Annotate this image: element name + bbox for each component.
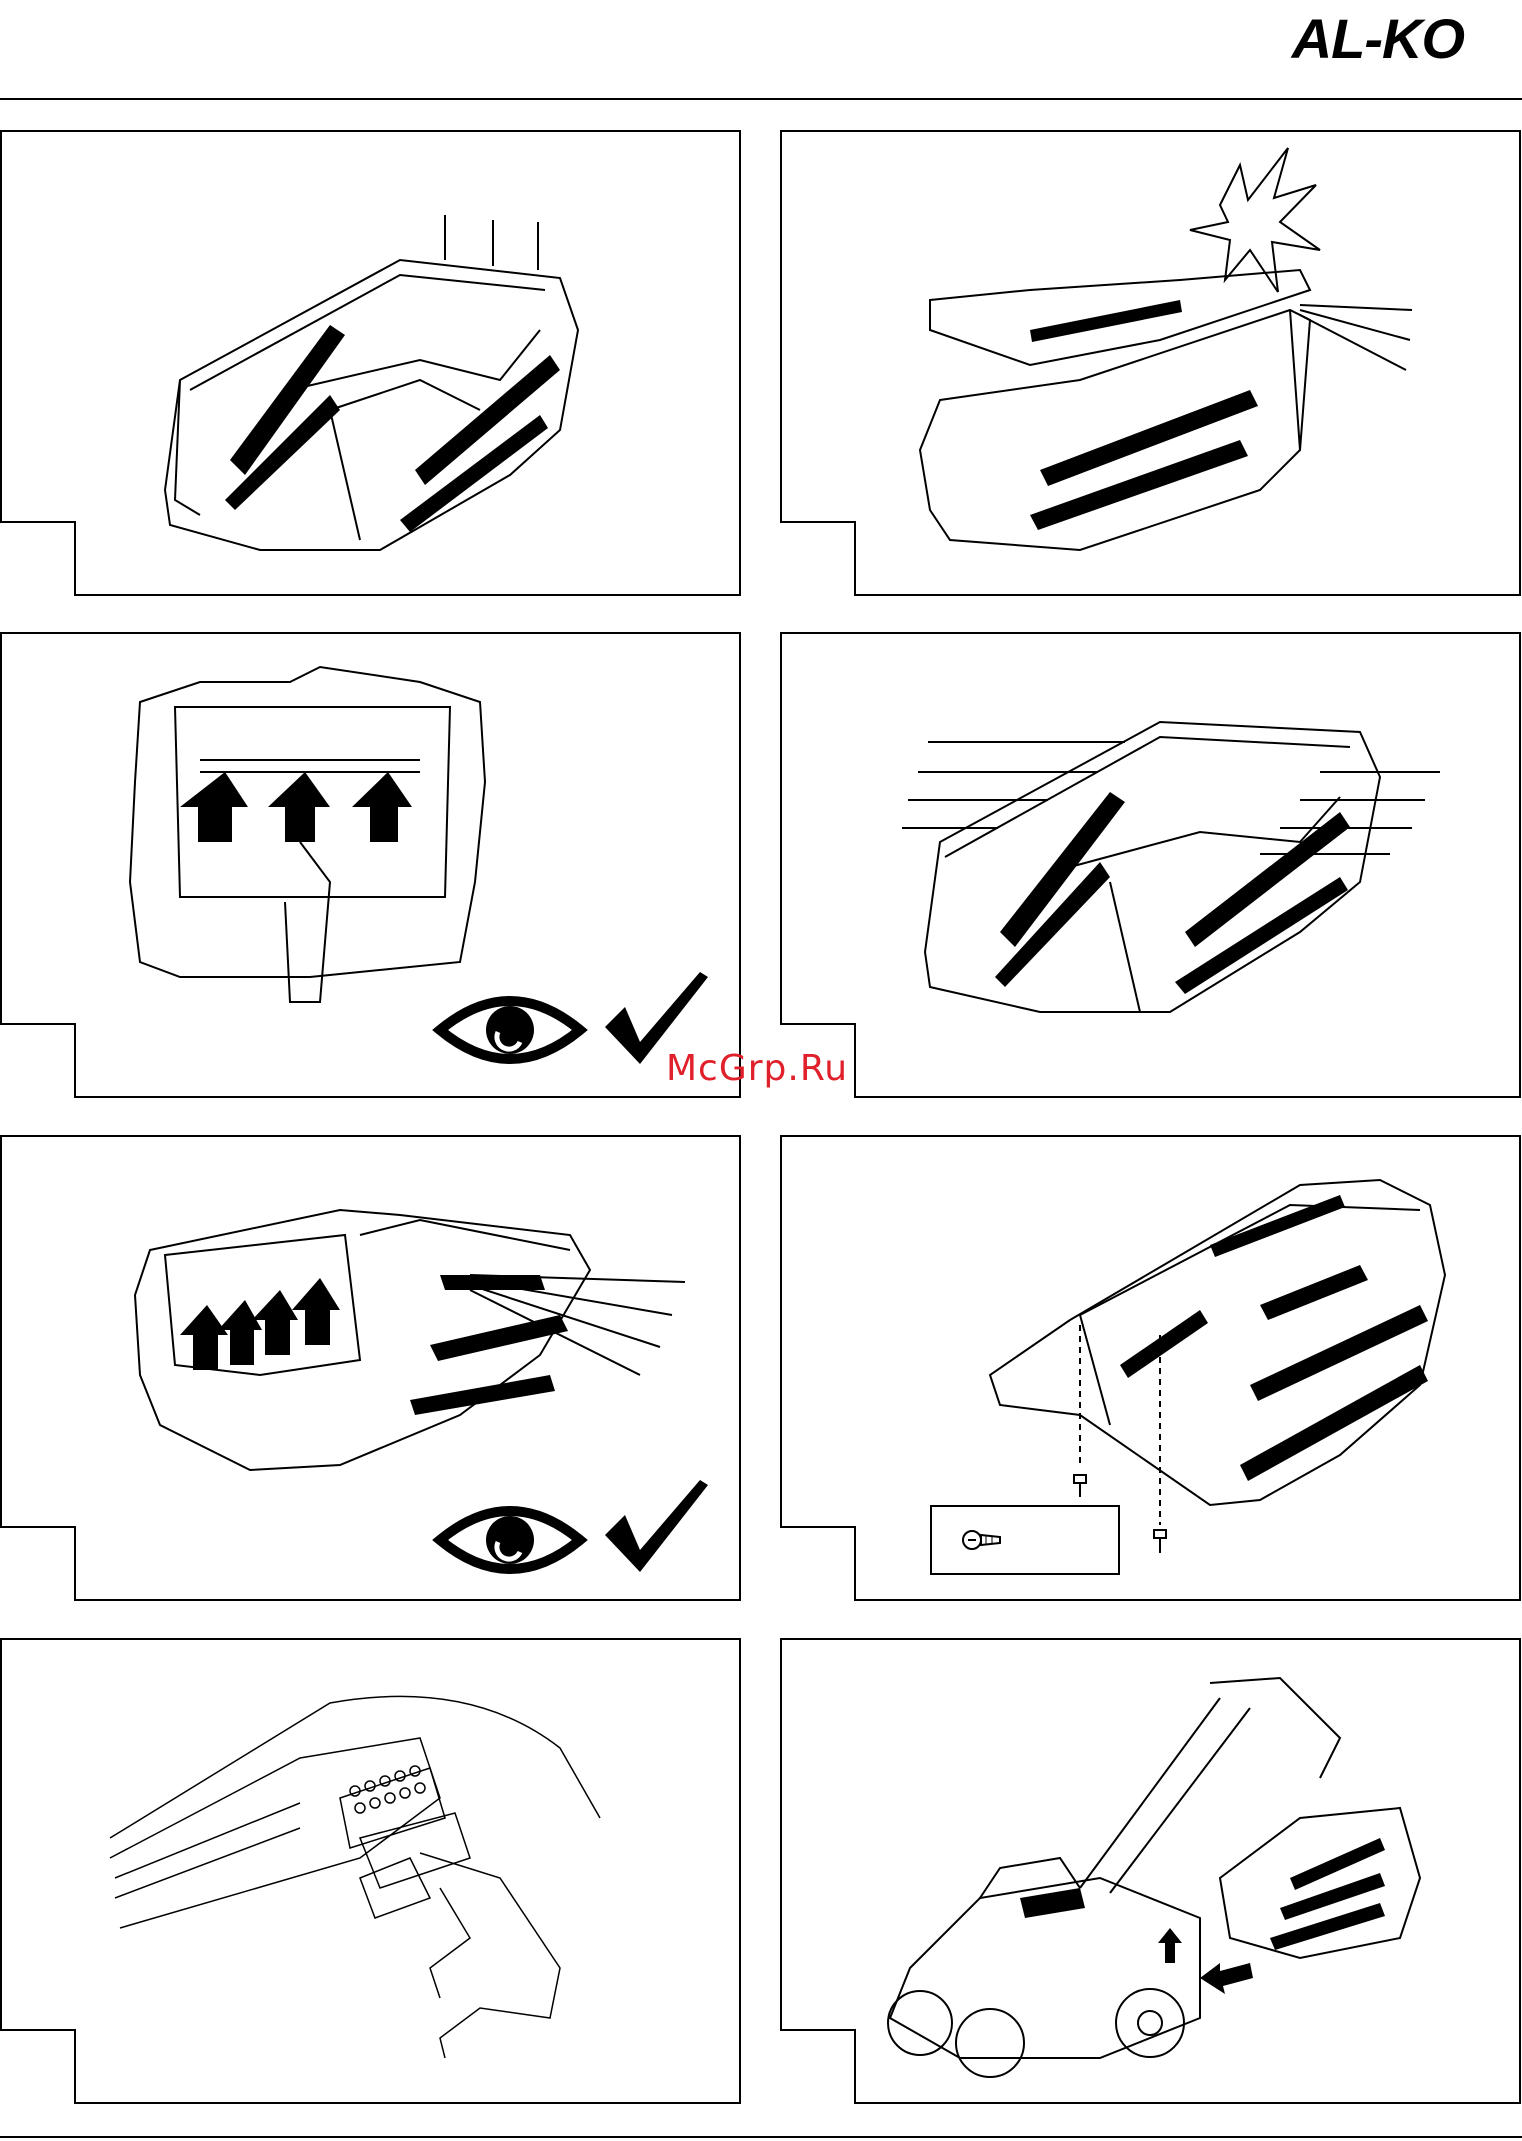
- catcher-lid-drawing: [780, 130, 1522, 597]
- grass-catcher-drawing: [0, 130, 742, 597]
- mower-attach-drawing: [780, 1638, 1522, 2105]
- screw-mounting-drawing: [780, 1135, 1522, 1602]
- brand-logo: AL-KO: [1292, 6, 1464, 71]
- watermark: McGrp.Ru: [666, 1048, 848, 1089]
- eye-icon: [440, 1511, 580, 1569]
- arrow-left-icon: [1200, 1963, 1253, 1994]
- arrow-up-icon: [180, 772, 412, 842]
- label-application-drawing: [0, 1638, 742, 2105]
- checkmark-icon: [605, 1480, 708, 1572]
- header-rule: [0, 98, 1522, 100]
- panel-2: [780, 130, 1522, 597]
- panel-5: [0, 1135, 742, 1602]
- panel-7: [0, 1638, 742, 2105]
- panel-1: [0, 130, 742, 597]
- screw-icon: [932, 1507, 1118, 1573]
- arrow-up-icon: [180, 1278, 340, 1370]
- footer-rule: [0, 2136, 1522, 2138]
- panel-8: [780, 1638, 1522, 2105]
- screw-detail-box: [930, 1505, 1120, 1575]
- catcher-side-drawing: [0, 1135, 742, 1602]
- panel-6: [780, 1135, 1522, 1602]
- panel-3: [0, 632, 742, 1099]
- catcher-rear-drawing: [0, 632, 742, 1099]
- eye-icon: [440, 1001, 580, 1059]
- panel-4: [780, 632, 1522, 1099]
- arrow-up-icon: [1158, 1928, 1182, 1963]
- catcher-callout-drawing: [780, 632, 1522, 1099]
